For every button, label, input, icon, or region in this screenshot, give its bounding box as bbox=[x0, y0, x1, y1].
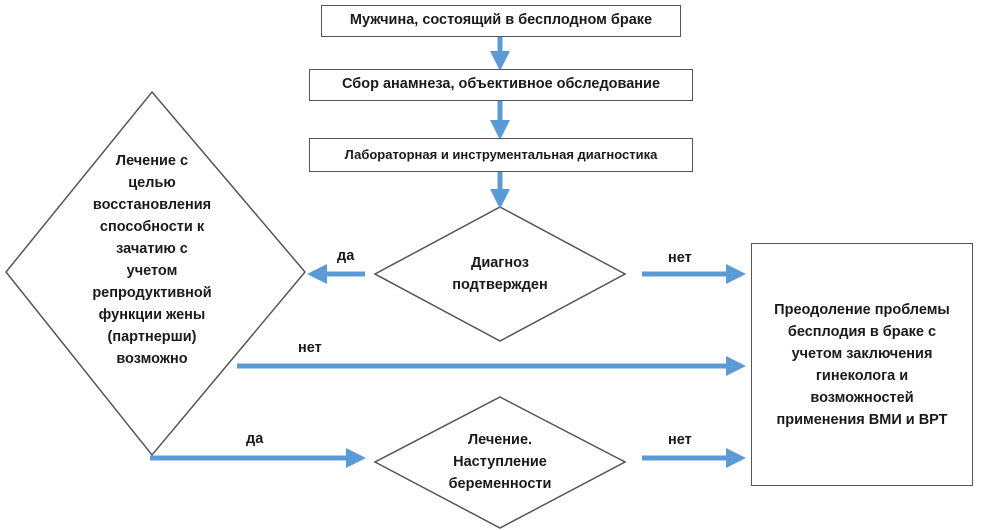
left-diamond-line: зачатию с bbox=[116, 241, 188, 257]
start-box-label: Мужчина, состоящий в бесплодном браке bbox=[349, 12, 653, 29]
left-diamond-line: восстановления bbox=[92, 197, 212, 213]
pregnancy-diamond bbox=[373, 396, 627, 529]
overcome-line-3: учетом заключения bbox=[791, 345, 933, 362]
overcome-line-4: гинеколога и bbox=[815, 367, 909, 384]
diagnosis-text: Диагноз подтвержден bbox=[420, 252, 580, 296]
diagnosis-line-2: подтвержден bbox=[452, 277, 548, 293]
edge-label-left-no: нет bbox=[298, 340, 322, 356]
anamnesis-box-label: Сбор анамнеза, объективное обследование bbox=[341, 76, 661, 93]
overcome-box: Преодоление проблемы бесплодия в браке с… bbox=[751, 243, 973, 486]
start-box: Мужчина, состоящий в бесплодном браке bbox=[321, 5, 681, 37]
pregnancy-line-1: Лечение. bbox=[467, 432, 533, 448]
overcome-line-5: возможностей bbox=[810, 389, 914, 406]
left-diamond-line: функции жены bbox=[98, 307, 206, 323]
overcome-line-1: Преодоление проблемы bbox=[774, 301, 950, 318]
diagnosis-diamond bbox=[373, 206, 627, 342]
pregnancy-text: Лечение. Наступление беременности bbox=[420, 429, 580, 495]
diagnosis-line-1: Диагноз bbox=[471, 255, 529, 271]
left-diamond-line: (партнерши) bbox=[107, 329, 197, 345]
lab-box-label: Лабораторная и инструментальная диагност… bbox=[344, 147, 658, 163]
edge-label-diagnosis-yes: да bbox=[337, 248, 355, 264]
left-diamond-line: репродуктивной bbox=[92, 285, 212, 301]
left-decision-diamond bbox=[5, 90, 306, 457]
left-diamond-line: способности к bbox=[99, 219, 205, 235]
left-diamond-line: возможно bbox=[116, 351, 188, 367]
left-diamond-line: целью bbox=[128, 175, 176, 191]
overcome-line-6: применения ВМИ и ВРТ bbox=[776, 411, 948, 428]
lab-box: Лабораторная и инструментальная диагност… bbox=[309, 138, 693, 172]
left-diamond-line: учетом bbox=[126, 263, 178, 279]
edge-label-diagnosis-no: нет bbox=[668, 250, 692, 266]
edge-label-left-yes: да bbox=[246, 431, 264, 447]
left-diamond-line: Лечение с bbox=[115, 153, 189, 169]
left-diamond-text: Лечение с целью восстановления способнос… bbox=[62, 150, 242, 370]
overcome-line-2: бесплодия в браке с bbox=[787, 323, 937, 340]
edge-label-pregnancy-no: нет bbox=[668, 432, 692, 448]
pregnancy-line-2: Наступление bbox=[453, 454, 547, 470]
anamnesis-box: Сбор анамнеза, объективное обследование bbox=[309, 69, 693, 101]
pregnancy-line-3: беременности bbox=[448, 476, 552, 492]
